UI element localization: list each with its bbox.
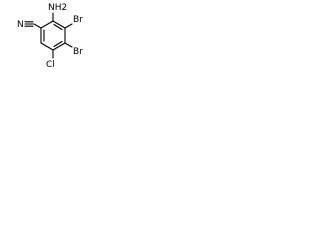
atom-label-cl: Cl bbox=[46, 60, 55, 70]
structure-canvas: NH2 Br N Cl Br bbox=[0, 0, 96, 83]
atom-label-br-top: Br bbox=[73, 15, 83, 25]
ring-double-bond-2 bbox=[53, 40, 63, 48]
ring-bond-6 bbox=[40, 20, 54, 29]
atom-label-nh2: NH2 bbox=[48, 3, 67, 13]
bond-nitrile-carbon bbox=[33, 23, 42, 29]
atom-label-br-bottom: Br bbox=[73, 47, 83, 57]
benzene-ring bbox=[40, 20, 66, 51]
bond-br-bottom bbox=[64, 42, 73, 48]
atom-label-n: N bbox=[17, 20, 24, 30]
ring-bond-1 bbox=[52, 20, 66, 29]
bond-br-top bbox=[64, 23, 73, 29]
ring-bond-3 bbox=[52, 42, 66, 51]
ring-double-bond-1 bbox=[53, 23, 63, 31]
substituent-bonds bbox=[24, 12, 73, 59]
ring-bond-4 bbox=[40, 42, 54, 51]
molecule-diagram: NH2 Br N Cl Br bbox=[17, 3, 83, 70]
